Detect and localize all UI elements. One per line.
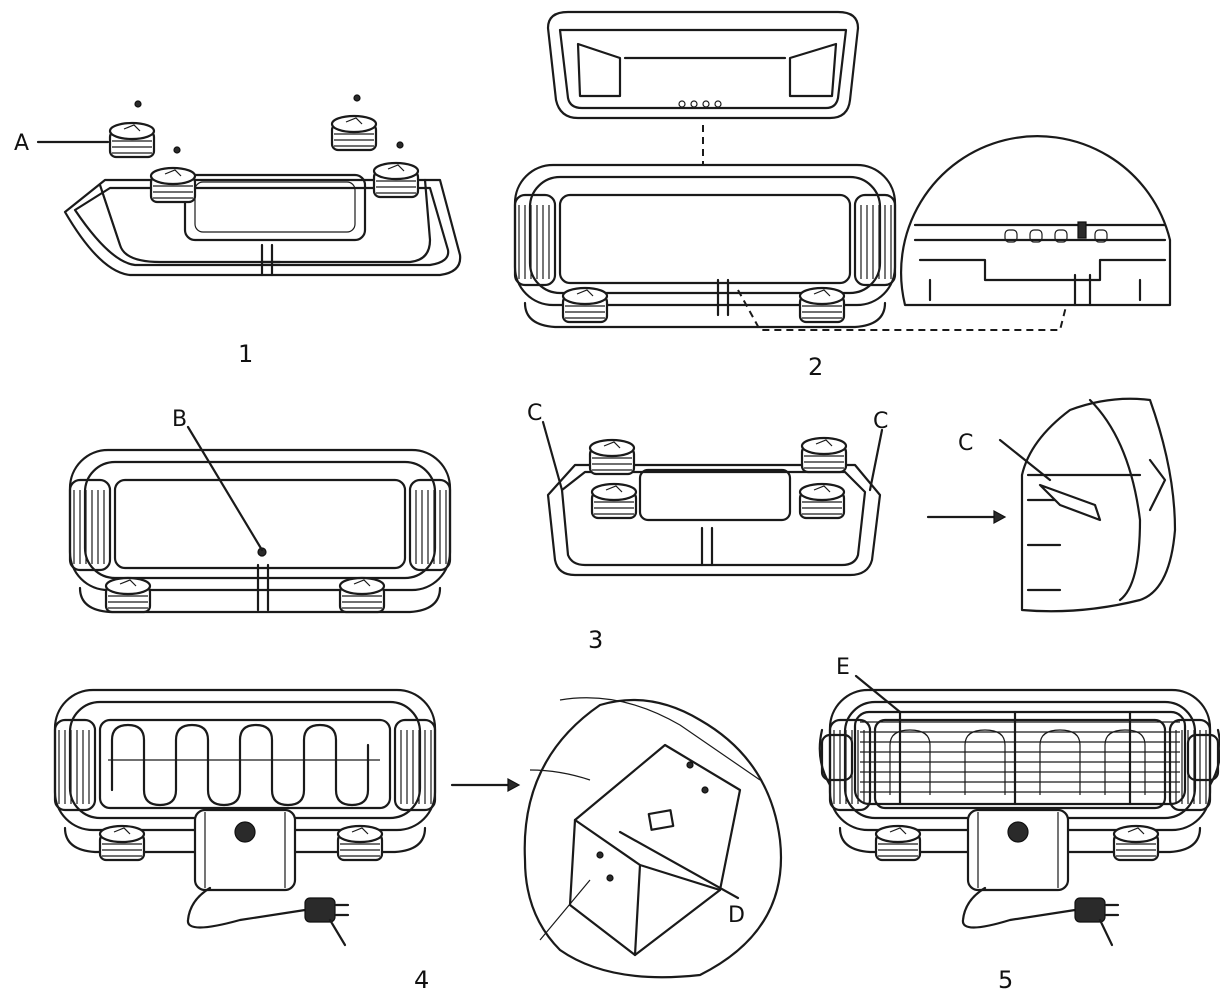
- thermostat-knob-icon: [234, 821, 256, 843]
- step3-left-figure: [68, 425, 452, 614]
- callout-b-leader: [186, 425, 264, 552]
- thermostat-knob-icon: [1007, 821, 1029, 843]
- step4-detail-zoom: [523, 697, 783, 979]
- plug-icon: [1074, 897, 1120, 947]
- power-cord: [961, 886, 1077, 929]
- control-box: [966, 808, 1070, 892]
- foot-3: [800, 436, 848, 474]
- screw-icon: [353, 94, 361, 102]
- callout-a: A: [14, 131, 29, 156]
- step5-figure: [818, 674, 1220, 947]
- foot-4: [798, 482, 846, 520]
- step-number-3: 3: [588, 626, 603, 654]
- step2-detail-zoom: [900, 134, 1172, 307]
- foot-right: [1112, 824, 1160, 862]
- callout-b: B: [172, 407, 187, 432]
- foot-right: [338, 576, 386, 614]
- callout-c-right-leader: [868, 428, 884, 492]
- foot-2: [330, 114, 378, 152]
- callout-c-left: C: [527, 401, 542, 426]
- callout-c-right: C: [873, 409, 888, 434]
- foot-left: [98, 824, 146, 862]
- power-cord: [186, 886, 307, 929]
- step-number-5: 5: [998, 966, 1013, 993]
- foot-left: [874, 824, 922, 862]
- callout-c-detail-leader: [998, 438, 1052, 482]
- step1-figure: [36, 94, 462, 277]
- screw-icon: [396, 141, 404, 149]
- step-number-4: 4: [414, 966, 429, 993]
- step2-figure: [513, 10, 1172, 331]
- foot-left: [104, 576, 152, 614]
- step-number-1: 1: [238, 340, 253, 368]
- screw-icon: [134, 100, 142, 108]
- foot-right: [798, 286, 846, 324]
- foot-left: [561, 286, 609, 324]
- step-number-2: 2: [808, 353, 823, 381]
- foot-1: [149, 166, 197, 204]
- step3-detail-zoom: [998, 397, 1177, 613]
- control-box: [193, 808, 297, 892]
- callout-c-detail: C: [958, 431, 973, 456]
- step3-center-figure: [541, 420, 884, 577]
- plug-icon: [304, 897, 350, 947]
- foot-right: [336, 824, 384, 862]
- callout-d: D: [728, 903, 745, 928]
- foot-a: [108, 121, 156, 159]
- callout-d-leader: [618, 830, 740, 900]
- foot-1: [588, 438, 636, 476]
- screw-icon: [173, 146, 181, 154]
- callout-c-left-leader: [541, 420, 564, 492]
- step4-figure: [53, 688, 437, 947]
- callout-e: E: [836, 655, 850, 680]
- heating-element: [108, 723, 380, 807]
- foot-3: [372, 161, 420, 199]
- callout-e-leader: [854, 674, 902, 714]
- foot-2: [590, 482, 638, 520]
